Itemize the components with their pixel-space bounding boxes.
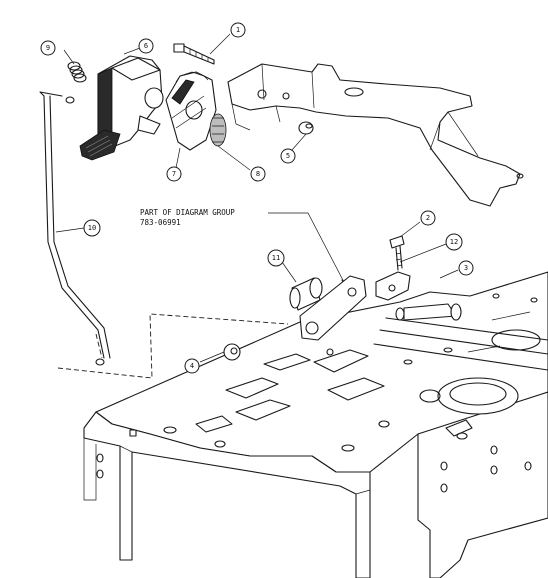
callout-6-label: 6: [144, 42, 148, 50]
control-rod-part-10: [39, 91, 111, 366]
callout-4: 4: [184, 358, 200, 374]
pedal-housing-part-6: [79, 55, 164, 161]
mounting-bracket: [227, 63, 524, 207]
diagram-group-note: PART OF DIAGRAM GROUP 783-06991: [140, 208, 351, 289]
nut-part-4: [223, 343, 241, 361]
callout-6: 6: [138, 38, 154, 54]
callout-9-label: 9: [46, 44, 50, 52]
callout-10-label: 10: [88, 224, 96, 232]
callout-12-label: 12: [450, 238, 458, 246]
callout-1-label: 1: [236, 26, 240, 34]
callout-7: 7: [166, 166, 182, 182]
spring-part-9: [67, 61, 87, 83]
callout-11-label: 11: [272, 254, 280, 262]
cam-plate-part-7: [165, 71, 217, 151]
callout-12: 12: [445, 233, 463, 251]
callout-5: 5: [280, 148, 296, 164]
leader-lines: [55, 33, 459, 363]
callout-8: 8: [250, 166, 266, 182]
callout-2: 2: [420, 210, 436, 226]
pivot-arm: [299, 275, 367, 356]
shaft-part-3: [395, 303, 462, 321]
callout-1: 1: [230, 22, 246, 38]
callout-10: 10: [83, 219, 101, 237]
bushing-part-11: [289, 277, 323, 311]
callout-11: 11: [267, 249, 285, 267]
mower-frame: [83, 271, 548, 578]
callout-5-label: 5: [286, 152, 290, 160]
callout-4-label: 4: [190, 362, 194, 370]
note-line-1: PART OF DIAGRAM GROUP: [140, 208, 235, 217]
bolt-part-1: [173, 43, 215, 65]
callout-9: 9: [40, 40, 56, 56]
alignment-lines: [57, 313, 289, 379]
callout-2-label: 2: [426, 214, 430, 222]
spacer-part-5: [298, 121, 314, 135]
callout-7-label: 7: [172, 170, 176, 178]
callout-3-label: 3: [464, 264, 468, 272]
bolt-part-2: [389, 235, 405, 271]
callout-8-label: 8: [256, 170, 260, 178]
callout-3: 3: [458, 260, 474, 276]
bracket-part-12: [375, 271, 411, 301]
gear-part-8: [209, 113, 227, 147]
note-line-2: 783-06991: [140, 218, 181, 227]
